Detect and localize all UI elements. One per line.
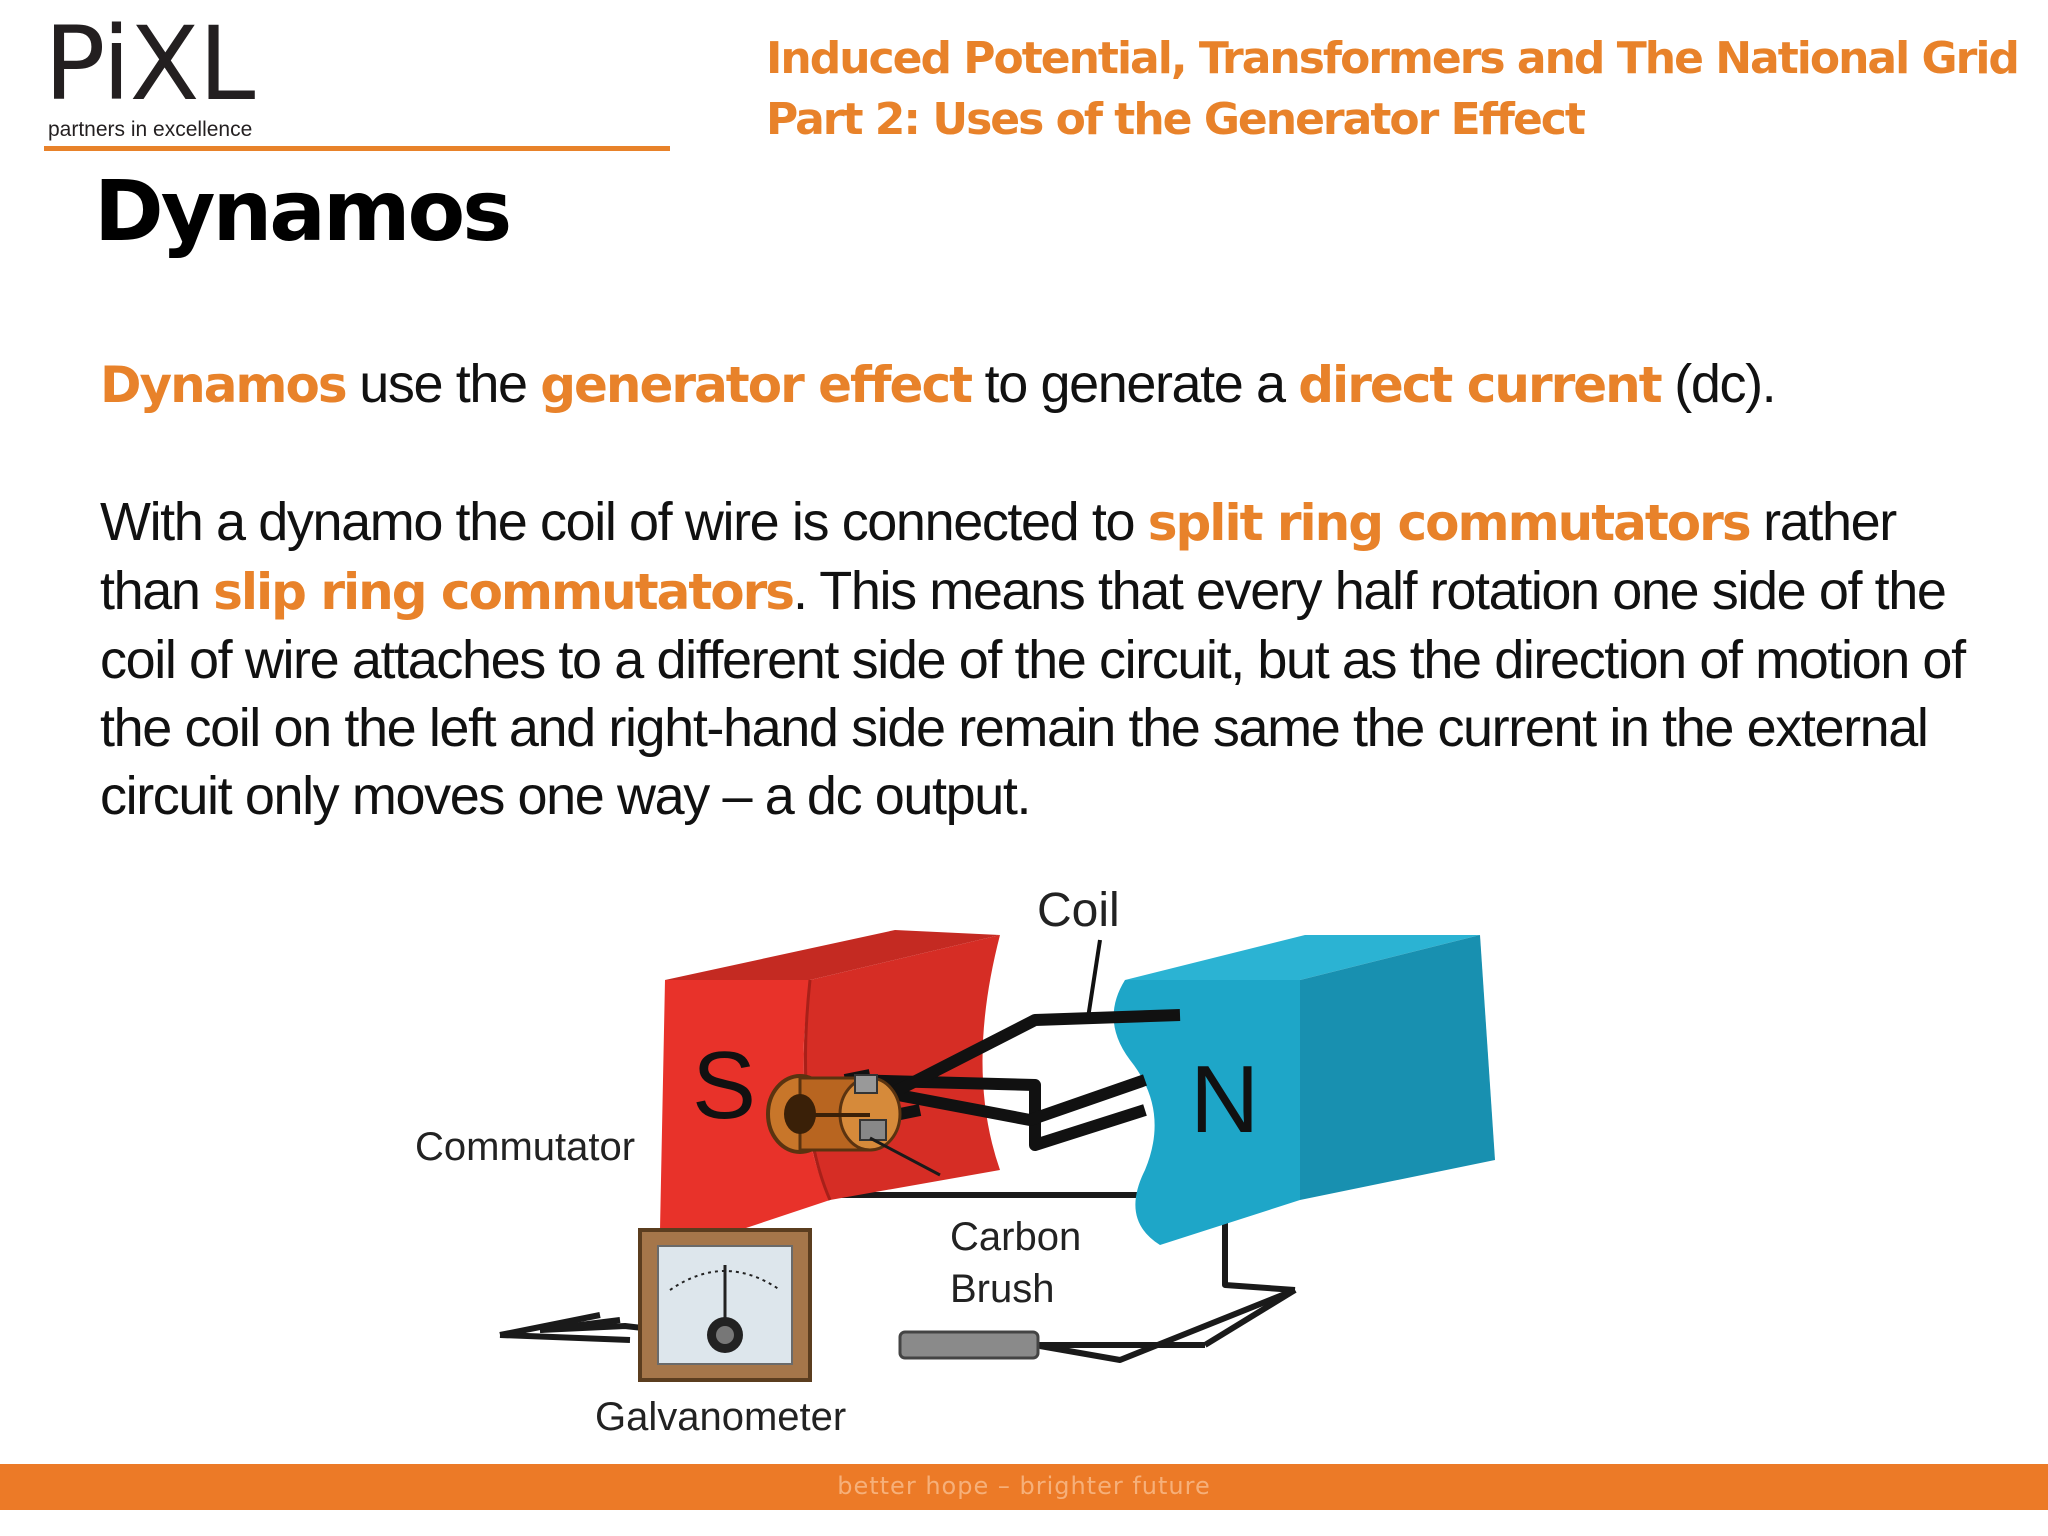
explanation-text: With a dynamo the coil of wire is connec… (100, 492, 1148, 552)
north-magnet (1113, 935, 1495, 1245)
explanation-highlight: slip ring commutators (213, 563, 795, 621)
coil-leader-line (1086, 939, 1102, 1019)
brush-leader-line (869, 1136, 941, 1177)
dynamo-diagram-svg: Coil Commutator Carbon Brush Galvanomete… (415, 884, 1495, 1439)
resistor (898, 1330, 1040, 1360)
circuit-wire-lower (499, 1287, 1297, 1348)
header-divider (44, 146, 670, 151)
label-brush: Brush (950, 1267, 1055, 1311)
explanation-text: . This means that every half rotation on… (100, 561, 1966, 826)
label-carbon: Carbon (950, 1215, 1081, 1259)
label-commutator: Commutator (415, 1125, 635, 1169)
paragraph-intro: Dynamos use the generator effect to gene… (100, 350, 1980, 419)
header-titles: Induced Potential, Transformers and The … (766, 28, 2020, 150)
label-coil: Coil (1037, 884, 1120, 937)
intro-highlight: generator effect (540, 356, 973, 414)
south-pole-label: S (692, 1032, 756, 1139)
carbon-brush (854, 1074, 887, 1141)
header-topic: Induced Potential, Transformers and The … (766, 33, 2020, 84)
footer-tagline: better hope – brighter future (837, 1472, 1211, 1500)
intro-text: to generate a (971, 354, 1299, 414)
explanation-highlight: split ring commutators (1147, 494, 1752, 552)
header-part: Part 2: Uses of the Generator Effect (766, 94, 1586, 145)
intro-highlight: direct current (1298, 356, 1662, 414)
dynamo-diagram: Coil Commutator Carbon Brush Galvanomete… (400, 870, 1520, 1460)
north-pole-label: N (1190, 1046, 1259, 1153)
logo-wordmark: PiXL (44, 5, 255, 124)
footer-band: better hope – brighter future (0, 1464, 2048, 1510)
paragraph-explanation: With a dynamo the coil of wire is connec… (100, 488, 1980, 830)
commutator (766, 1074, 902, 1154)
pixl-logo: PiXL partners in excellence (44, 5, 255, 142)
label-galvanometer: Galvanometer (595, 1395, 846, 1439)
south-magnet (660, 930, 1000, 1230)
logo-tagline: partners in excellence (48, 118, 253, 141)
galvanometer (638, 1228, 812, 1382)
intro-highlight: Dynamos (100, 356, 348, 414)
explanation-text: rather than (100, 492, 1897, 621)
intro-text: (dc). (1660, 354, 1776, 414)
page-title: Dynamos (94, 162, 512, 260)
intro-text: use the (345, 354, 541, 414)
